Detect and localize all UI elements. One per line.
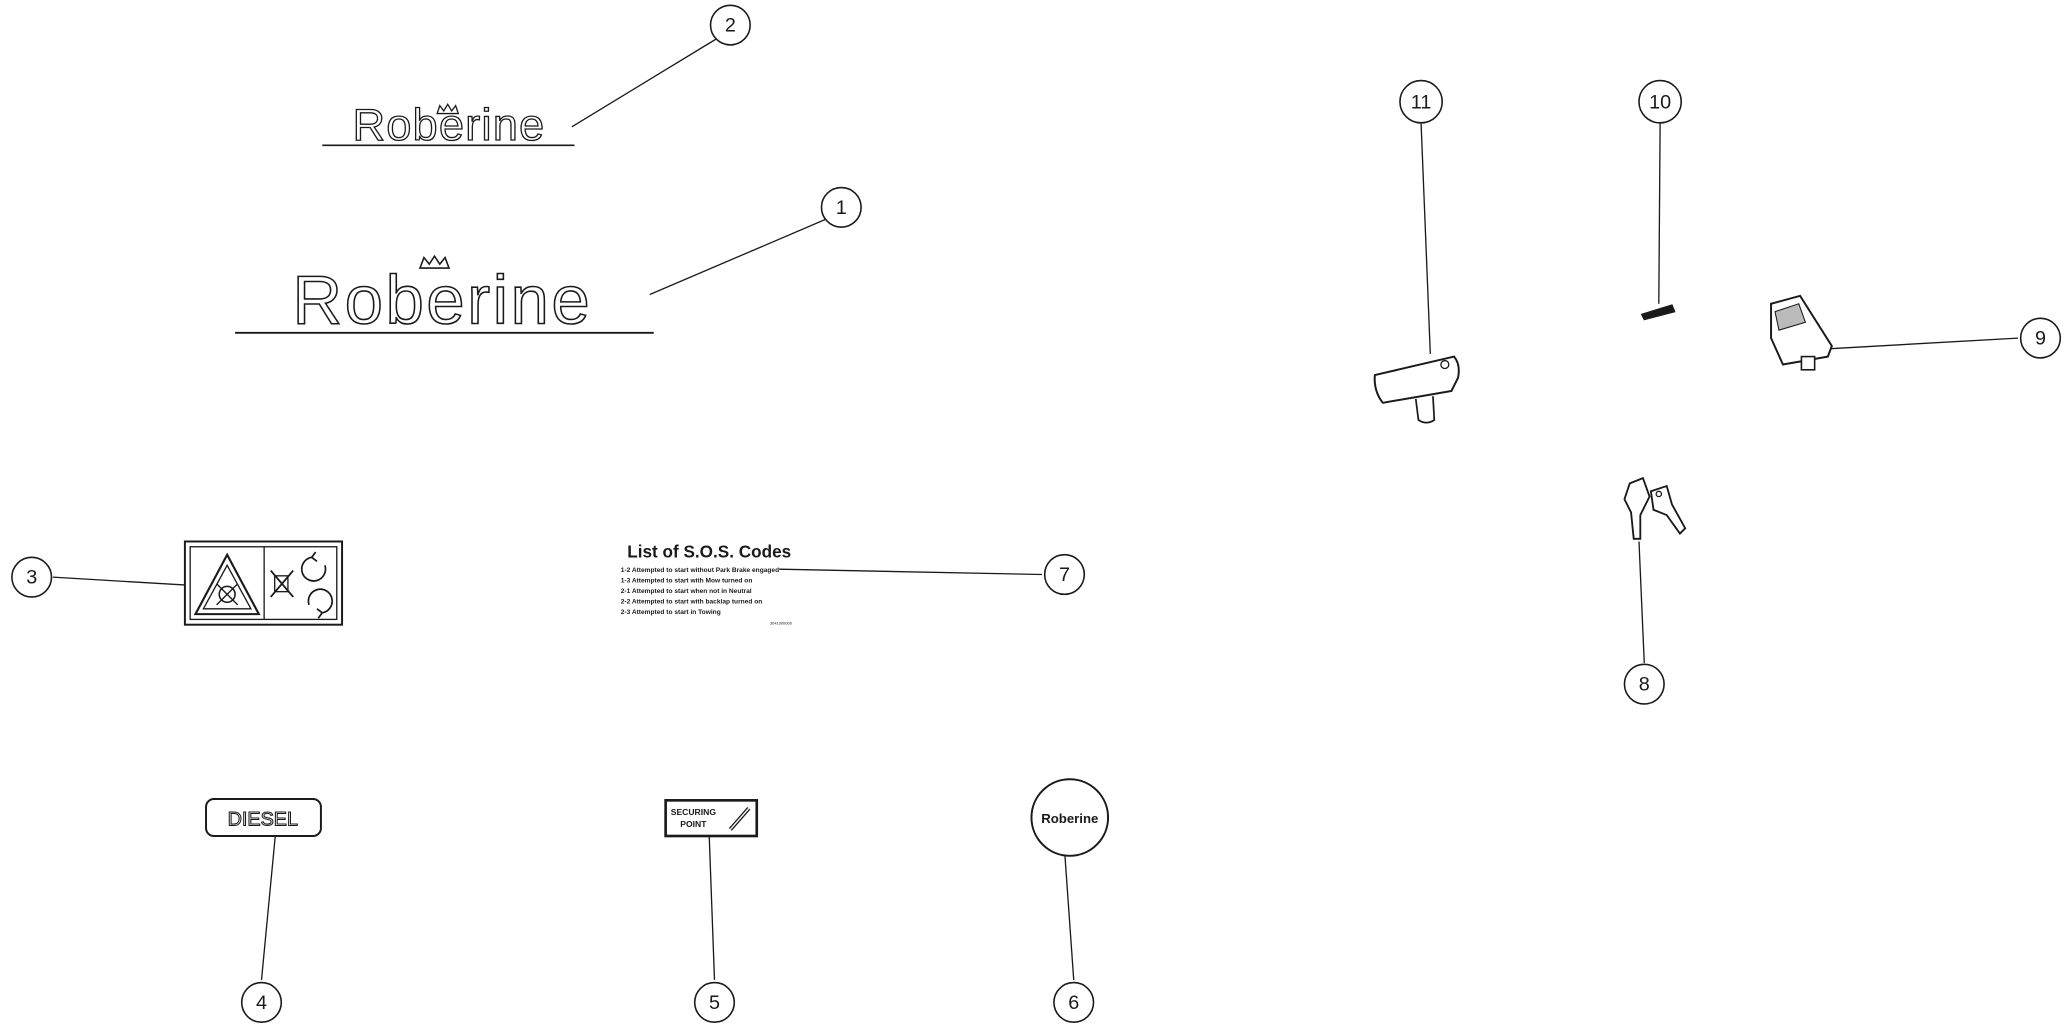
callout-number: 3 xyxy=(26,567,37,589)
sos-codes-decal: List of S.O.S. Codes 1-2 Attempted to st… xyxy=(621,541,793,625)
rotation-arrow-icon xyxy=(307,588,334,619)
callout-circle xyxy=(1399,79,1443,124)
callout-circle xyxy=(820,186,862,228)
leader-line-8 xyxy=(1638,541,1645,664)
pin-part xyxy=(1640,304,1676,321)
warning-decal-inner-frame xyxy=(189,546,338,621)
callout-circle xyxy=(1638,79,1683,124)
securing-point-decal: SECURING POINT xyxy=(664,799,759,838)
switch-cap-shade xyxy=(1774,303,1807,331)
callout-3[interactable]: 3 xyxy=(11,556,53,598)
badge-text: Roberine xyxy=(1041,811,1098,826)
callout-circle xyxy=(240,981,283,1024)
diesel-text: DIESEL xyxy=(228,808,298,830)
badge-circle xyxy=(1030,778,1110,857)
callout-number: 4 xyxy=(256,992,267,1014)
crown-icon xyxy=(436,103,460,115)
securing-text-line1: SECURING xyxy=(671,807,717,817)
keys-part xyxy=(1623,476,1687,540)
callout-number: 9 xyxy=(2035,328,2046,350)
sos-line: 2-3 Attempted to start in Towing xyxy=(621,609,721,616)
key-fob-hole xyxy=(1440,359,1450,370)
leader-lines xyxy=(52,29,2019,981)
no-hands-cross-icon xyxy=(270,569,294,598)
leader-line-9 xyxy=(1830,337,2019,350)
rotation-arrow-icon xyxy=(300,551,327,582)
pin-body xyxy=(1640,304,1676,321)
blade-stroke-2 xyxy=(216,583,239,606)
sos-part-number: 3041000000 xyxy=(770,621,793,626)
callout-circle xyxy=(1053,981,1095,1024)
key-fob-body xyxy=(1373,355,1460,404)
callout-number: 10 xyxy=(1649,91,1671,113)
leader-line-3 xyxy=(52,576,187,586)
roberine-badge: Roberine xyxy=(1030,778,1110,857)
callout-number: 5 xyxy=(709,992,720,1014)
callout-circle xyxy=(2019,317,2062,359)
switch-cap-part xyxy=(1770,294,1833,371)
callout-1[interactable]: 1 xyxy=(820,186,862,228)
leader-line-10 xyxy=(1658,122,1661,304)
leader-line-5 xyxy=(708,835,716,980)
callout-2[interactable]: 2 xyxy=(709,4,751,46)
sos-line: 2-1 Attempted to start when not in Neutr… xyxy=(621,588,752,595)
callout-7[interactable]: 7 xyxy=(1043,553,1086,596)
sos-line: 1-2 Attempted to start without Park Brak… xyxy=(621,567,779,574)
callout-bubbles: 1 2 3 4 5 6 7 8 xyxy=(11,4,2062,1024)
callout-number: 8 xyxy=(1639,674,1650,696)
logo-small-text: Roberine xyxy=(353,99,546,150)
crown-icon xyxy=(418,254,451,269)
leader-line-7 xyxy=(779,568,1043,576)
callout-9[interactable]: 9 xyxy=(2019,317,2062,359)
key-fob-part xyxy=(1373,355,1460,424)
callout-5[interactable]: 5 xyxy=(693,981,736,1024)
key-hole xyxy=(1655,490,1663,498)
callout-10[interactable]: 10 xyxy=(1638,79,1683,124)
callout-number: 11 xyxy=(1411,91,1432,113)
hand-icon xyxy=(274,575,289,593)
callout-number: 7 xyxy=(1059,564,1070,586)
securing-decal-frame xyxy=(664,799,759,838)
sos-line: 2-2 Attempted to start with backlap turn… xyxy=(621,599,763,606)
warning-triangle-inner xyxy=(202,563,253,610)
callout-circle xyxy=(1043,553,1086,596)
leader-line-11 xyxy=(1420,122,1431,354)
leader-line-6 xyxy=(1063,849,1075,981)
callout-circle xyxy=(709,4,751,46)
callout-4[interactable]: 4 xyxy=(240,981,283,1024)
roberine-logo-large-decal: Roberine xyxy=(235,254,654,339)
callout-circle xyxy=(1623,663,1665,705)
warning-decal xyxy=(183,540,344,626)
rotating-blade-icon xyxy=(218,585,236,604)
diesel-decal: DIESEL xyxy=(205,798,322,837)
sos-line: 1-3 Attempted to start with Mow turned o… xyxy=(621,577,753,584)
callout-number: 1 xyxy=(836,197,847,219)
callout-number: 6 xyxy=(1068,992,1079,1014)
callout-8[interactable]: 8 xyxy=(1623,663,1665,705)
logo-large-text: Roberine xyxy=(293,262,593,339)
callout-number: 2 xyxy=(725,15,736,37)
leader-line-1 xyxy=(649,212,842,296)
callout-circle xyxy=(693,981,736,1024)
key-icon xyxy=(1649,484,1687,535)
callout-circle xyxy=(11,556,53,598)
callout-6[interactable]: 6 xyxy=(1053,981,1095,1024)
key-icon xyxy=(1623,476,1651,540)
securing-text-line2: POINT xyxy=(680,819,707,829)
sos-title: List of S.O.S. Codes xyxy=(627,541,791,561)
key-fob-stem xyxy=(1414,396,1436,424)
switch-cap-stem xyxy=(1800,355,1816,371)
chain-link-highlight xyxy=(729,807,750,830)
roberine-logo-small-decal: Roberine xyxy=(322,98,575,151)
warning-triangle-icon xyxy=(193,552,261,616)
callout-11[interactable]: 11 xyxy=(1399,79,1443,124)
diesel-decal-frame xyxy=(205,798,322,837)
leader-line-2 xyxy=(571,29,731,128)
